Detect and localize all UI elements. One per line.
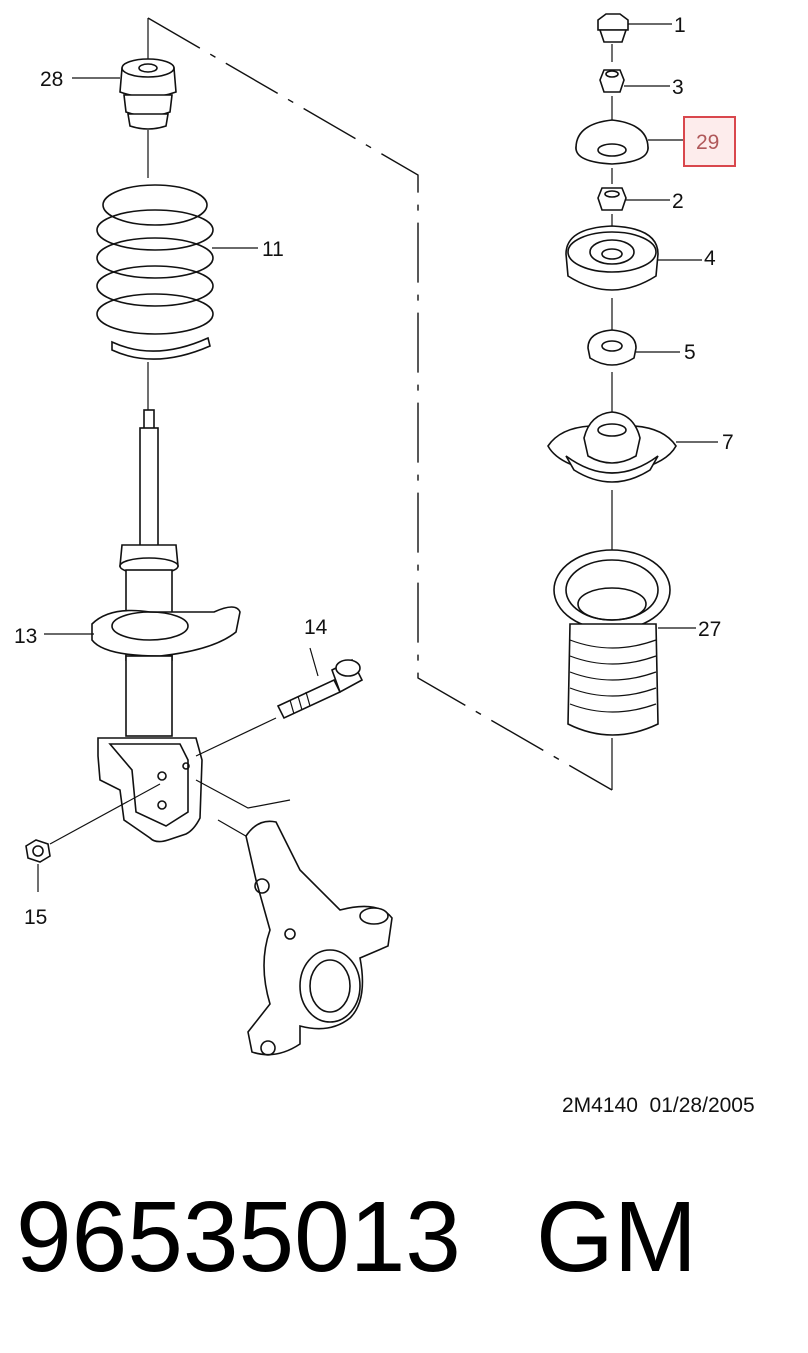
callout-11: 11 bbox=[262, 238, 284, 261]
callout-1: 1 bbox=[674, 14, 686, 37]
callout-4: 4 bbox=[704, 247, 716, 270]
upper-spring-seat-part bbox=[547, 411, 718, 483]
steering-knuckle-part bbox=[195, 779, 393, 1056]
callout-28: 28 bbox=[40, 68, 63, 91]
callout-13: 13 bbox=[14, 625, 37, 648]
highlight-box bbox=[683, 116, 736, 167]
callout-7: 7 bbox=[722, 431, 734, 454]
drawing-reference: 2M4140 01/28/2005 bbox=[562, 1094, 755, 1117]
left-leader-lines bbox=[44, 77, 258, 635]
lock-nut-part bbox=[599, 69, 670, 93]
part-number: 96535013 bbox=[16, 1181, 461, 1293]
callout-2: 2 bbox=[672, 190, 684, 213]
coil-spring-part bbox=[96, 184, 214, 410]
callout-14: 14 bbox=[304, 616, 328, 639]
dust-boot-part bbox=[553, 549, 696, 736]
callout-3: 3 bbox=[672, 76, 684, 99]
nut-2-part bbox=[597, 187, 670, 211]
spring-seat-part bbox=[91, 606, 241, 657]
callout-27: 27 bbox=[698, 618, 721, 641]
callout-5: 5 bbox=[684, 341, 696, 364]
brand-name: GM bbox=[536, 1181, 698, 1293]
exploded-view-boundary bbox=[147, 17, 613, 791]
strut-mount-part bbox=[565, 225, 702, 291]
shock-absorber-part bbox=[91, 409, 241, 843]
dust-cap-part bbox=[597, 13, 672, 43]
washer-part bbox=[575, 119, 684, 165]
callout-29: 29 bbox=[696, 131, 719, 154]
callout-15: 15 bbox=[24, 906, 47, 929]
bump-stop-part bbox=[119, 18, 177, 178]
bolt-part bbox=[195, 647, 364, 757]
nut-part bbox=[25, 783, 161, 892]
bearing-part bbox=[587, 329, 680, 366]
